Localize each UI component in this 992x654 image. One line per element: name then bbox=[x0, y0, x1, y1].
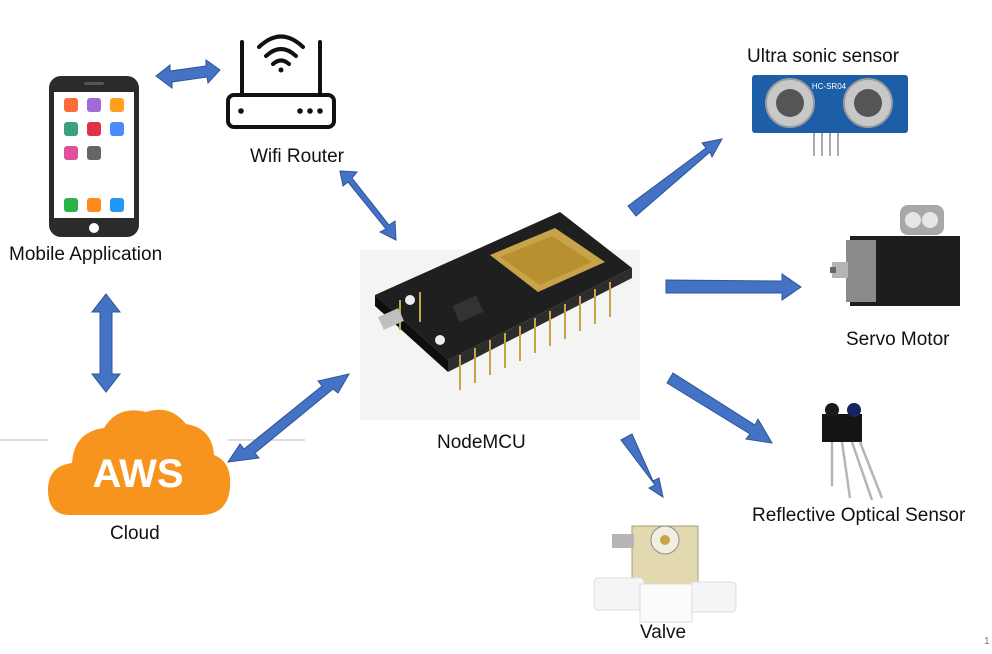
mobile-phone-icon bbox=[49, 76, 139, 237]
wifi-router-icon bbox=[226, 34, 336, 129]
mobile-application-label: Mobile Application bbox=[9, 244, 163, 265]
reflective-optical-sensor-image bbox=[822, 403, 884, 501]
solenoid-valve-image bbox=[593, 525, 737, 623]
wifi-router-label: Wifi Router bbox=[250, 146, 344, 167]
ultrasonic-sensor-label: Ultra sonic sensor bbox=[747, 46, 900, 67]
page-number: 1 bbox=[984, 636, 990, 647]
reflective-optical-sensor-label: Reflective Optical Sensor bbox=[752, 505, 966, 526]
arrow-to-ultrasonic bbox=[627, 138, 723, 217]
arrow-router-nodemcu bbox=[339, 170, 397, 241]
cloud-label: Cloud bbox=[110, 523, 160, 544]
arrow-to-valve bbox=[620, 433, 664, 499]
connection-arrows bbox=[90, 59, 802, 499]
ultrasonic-board-print: HC-SR04 bbox=[812, 82, 847, 91]
arrow-cloud-nodemcu bbox=[226, 373, 351, 463]
aws-logo-text: AWS bbox=[92, 452, 183, 496]
servo-motor-label: Servo Motor bbox=[846, 329, 950, 350]
arrow-mobile-router bbox=[155, 59, 221, 89]
ultrasonic-sensor-image: HC-SR04 bbox=[752, 75, 908, 156]
aws-cloud-icon: AWS bbox=[48, 409, 231, 515]
nodemcu-board-image bbox=[360, 212, 640, 420]
arrow-to-optical bbox=[666, 372, 773, 444]
valve-label: Valve bbox=[640, 622, 687, 643]
arrow-to-servo bbox=[665, 273, 802, 301]
servo-motor-image bbox=[830, 205, 960, 306]
nodemcu-label: NodeMCU bbox=[437, 432, 526, 453]
arrow-mobile-cloud bbox=[90, 293, 122, 393]
